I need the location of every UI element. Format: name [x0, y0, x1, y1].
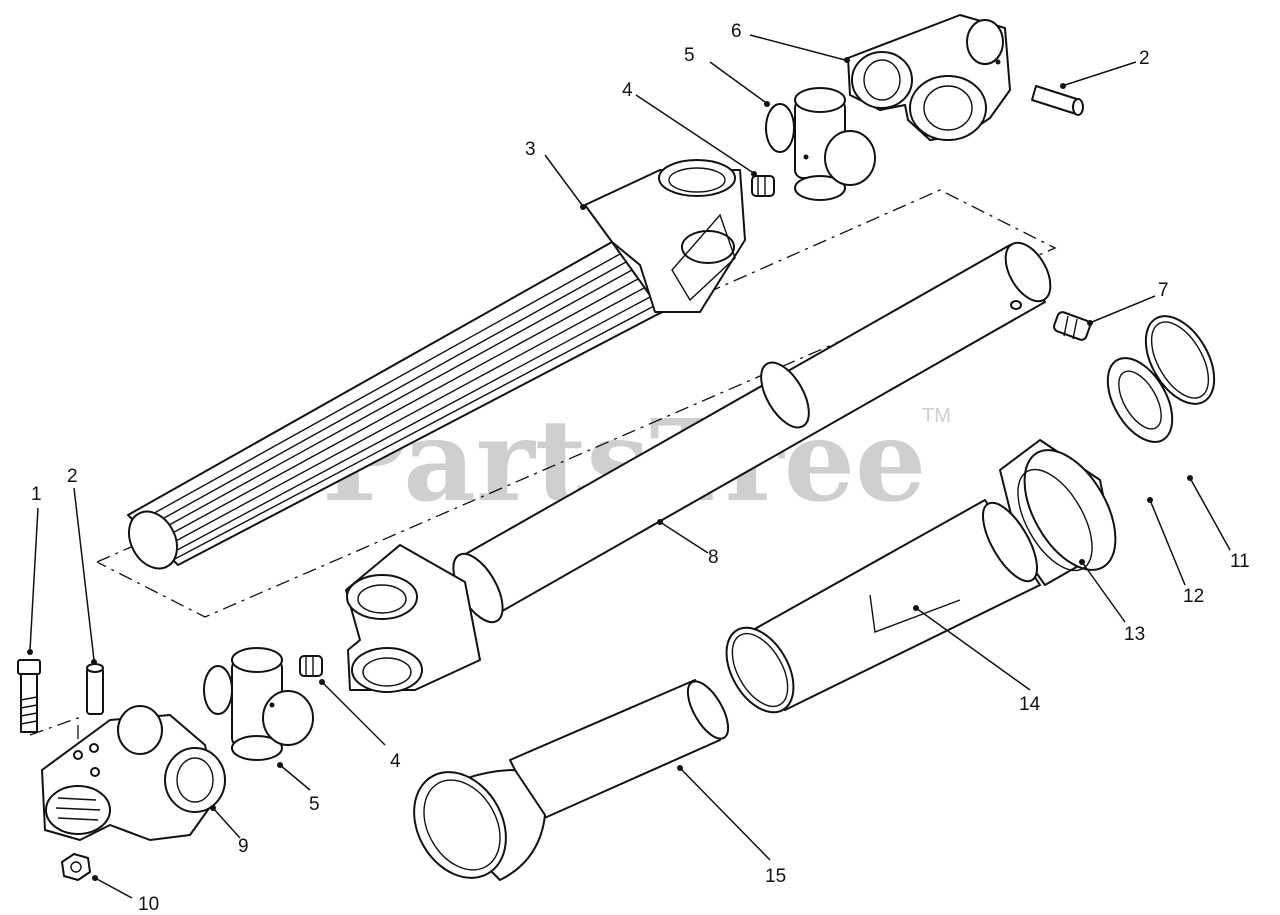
callout-6: 6 — [731, 21, 742, 42]
part-outer-tube-yoke — [345, 241, 1052, 693]
watermark-trademark: TM — [922, 405, 951, 427]
callout-8: 8 — [708, 547, 719, 568]
callout-9: 9 — [238, 836, 249, 857]
callout-7: 7 — [1158, 280, 1169, 301]
callout-2: 2 — [1139, 48, 1150, 69]
callout-4: 4 — [390, 751, 401, 772]
part-inner-shield-tube — [413, 679, 730, 881]
callout-1: 1 — [31, 484, 42, 505]
callout-5: 5 — [309, 794, 320, 815]
callout-2: 2 — [67, 466, 78, 487]
part-cross-bearing-top — [765, 87, 876, 201]
part-yoke-top — [847, 14, 1011, 141]
part-hex-nut — [61, 853, 91, 881]
part-splined-shaft-yoke — [127, 159, 746, 570]
callout-14: 14 — [1019, 694, 1041, 715]
callout-4: 4 — [622, 80, 633, 101]
part-bolt — [17, 659, 41, 733]
part-grease-fitting-bottom — [299, 655, 323, 677]
part-roll-pin-top — [1031, 85, 1084, 116]
callout-12: 12 — [1183, 586, 1204, 607]
part-cross-bearing-bottom — [203, 647, 314, 761]
callout-10: 10 — [138, 894, 159, 915]
callout-15: 15 — [765, 866, 786, 887]
part-splined-yoke — [41, 705, 226, 841]
part-grease-fitting-top — [751, 175, 775, 197]
leader-lines — [27, 34, 1231, 899]
part-bearing-ring — [1106, 357, 1174, 443]
callout-5: 5 — [684, 45, 695, 66]
part-grease-fitting-right — [1053, 311, 1091, 341]
callout-3: 3 — [525, 139, 536, 160]
part-outer-shield-tube — [725, 499, 1041, 714]
callout-13: 13 — [1124, 624, 1145, 645]
part-roll-pin-left — [86, 663, 104, 715]
callout-11: 11 — [1230, 551, 1250, 572]
part-retaining-ring — [1144, 315, 1216, 405]
